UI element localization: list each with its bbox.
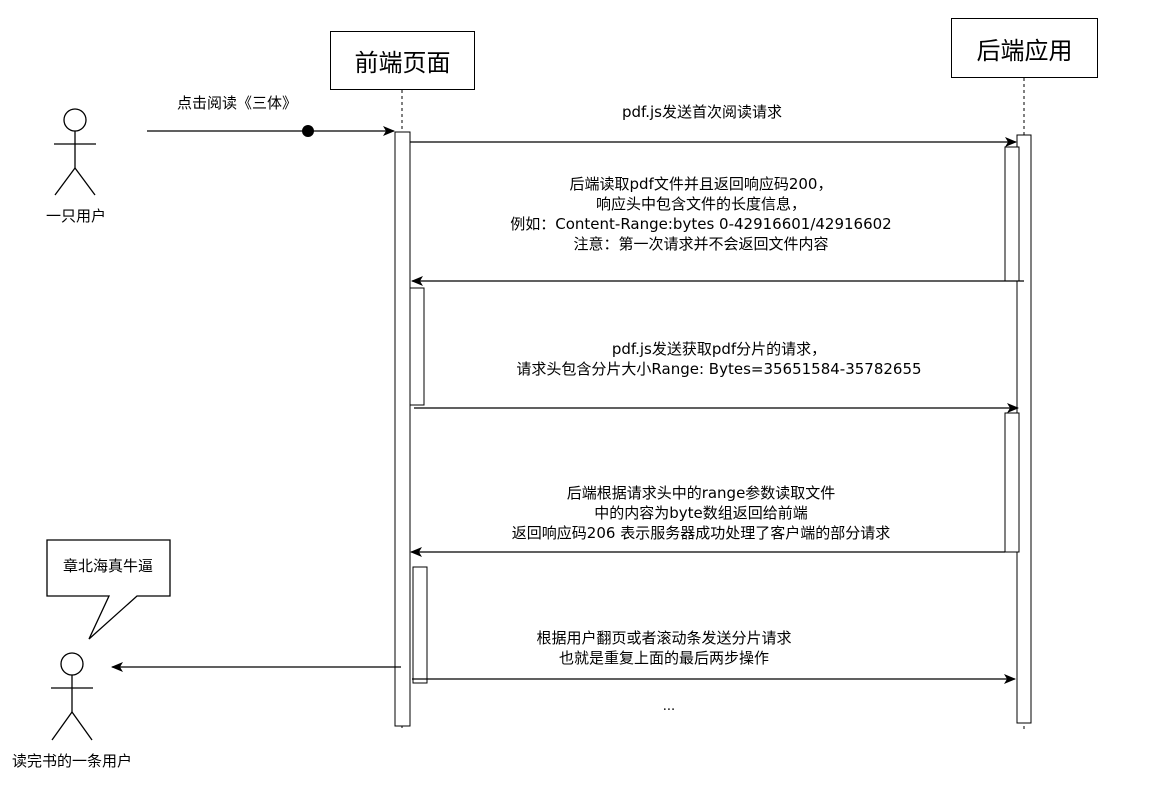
actor-user1-label: 一只用户 xyxy=(45,207,107,225)
frontend-activation-1 xyxy=(409,287,425,406)
backend-activation-1 xyxy=(1004,146,1020,282)
ellipsis-label: ... xyxy=(662,699,676,714)
frontend-activation-2 xyxy=(412,566,428,684)
participant-frontend: 前端页面 xyxy=(330,31,475,90)
backend-activation-2 xyxy=(1004,412,1020,553)
message-response-206: 后端根据请求头中的range参数读取文件 中的内容为byte数组返回给前端 返回… xyxy=(511,484,891,542)
message-response-200: 后端读取pdf文件并且返回响应码200， 响应头中包含文件的长度信息， 例如：C… xyxy=(510,175,892,253)
actor-user2-label: 读完书的一条用户 xyxy=(11,752,133,770)
callout-bubble xyxy=(46,539,171,640)
message-repeat-requests: 根据用户翻页或者滚动条发送分片请求 也就是重复上面的最后两步操作 xyxy=(536,629,792,667)
callout-text: 章北海真牛逼 xyxy=(62,557,154,575)
frontend-activation-main xyxy=(394,131,411,727)
actor-user1-figure xyxy=(54,108,96,196)
message-range-request: pdf.js发送获取pdf分片的请求， 请求头包含分片大小Range: Byte… xyxy=(516,340,922,378)
participant-backend: 后端应用 xyxy=(951,18,1098,78)
message-first-request: pdf.js发送首次阅读请求 xyxy=(622,103,782,121)
message-click-read: 点击阅读《三体》 xyxy=(176,94,298,112)
actor-user2-figure xyxy=(51,652,93,741)
